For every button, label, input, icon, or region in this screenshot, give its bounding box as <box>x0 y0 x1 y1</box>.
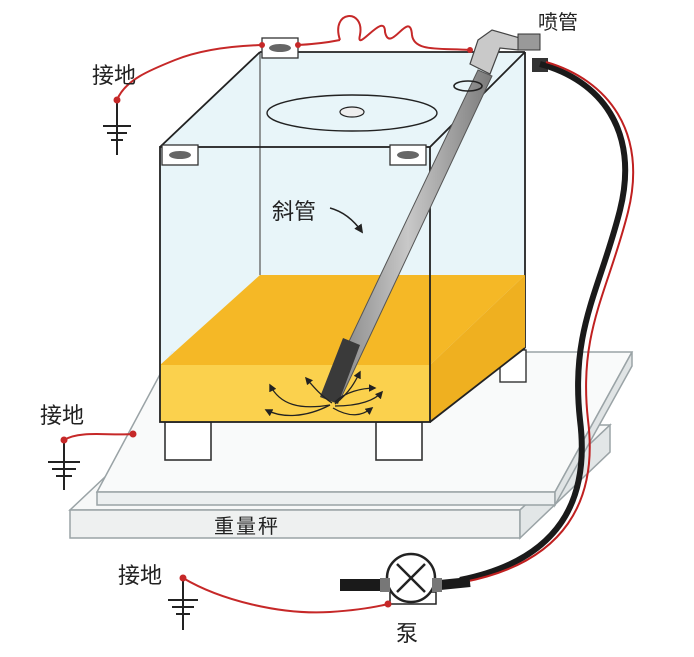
ground-wires <box>63 15 471 614</box>
tube-pointer-arrow <box>329 207 364 234</box>
connection-dots <box>60 42 473 608</box>
tank-front-edges <box>159 146 526 423</box>
ground-label-top: 接地 <box>92 64 137 89</box>
hose <box>340 61 635 591</box>
scale-label: 重量秤 <box>214 514 280 538</box>
ground-label-bottom: 接地 <box>118 564 163 589</box>
tank-clips <box>161 37 427 166</box>
ground-symbol-bottom <box>168 575 198 630</box>
nozzle-label: 喷管 <box>538 10 578 34</box>
nozzle <box>469 29 548 75</box>
lid-disc <box>266 94 438 132</box>
tube-label: 斜管 <box>272 200 317 225</box>
ground-label-mid: 接地 <box>40 404 85 429</box>
pump-label: 泵 <box>396 622 419 647</box>
ground-symbol-mid <box>48 440 80 490</box>
spray-arrows <box>264 370 384 417</box>
pump <box>380 552 442 605</box>
ground-symbol-top <box>103 100 131 155</box>
liquid <box>160 275 525 422</box>
weighing-scale <box>68 351 634 540</box>
